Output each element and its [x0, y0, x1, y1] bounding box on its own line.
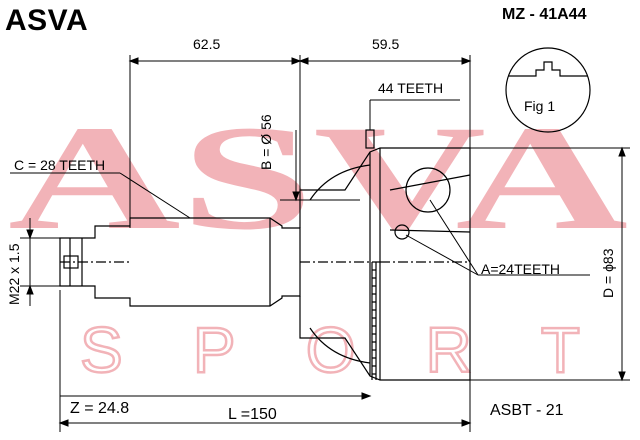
- thread-label: M22 x 1.5: [6, 243, 22, 305]
- inner-teeth-label: A=24TEETH: [481, 261, 560, 277]
- total-length-label: L =150: [228, 406, 277, 423]
- bottom-dimension-lines: [58, 290, 472, 432]
- watermark-logo: ASVA: [8, 95, 628, 261]
- brand-title: ASVA: [5, 4, 89, 37]
- abs-ring-label: ASBT - 21: [490, 402, 564, 419]
- bearing-dimension: [280, 130, 360, 202]
- part-number: MZ - 41A44: [502, 6, 587, 23]
- outer-diameter-label: D = ϕ83: [600, 248, 616, 298]
- outer-teeth-label: 44 TEETH: [378, 80, 444, 96]
- abs-ring: [371, 262, 377, 380]
- outer-housing: [299, 129, 471, 381]
- outer-diameter-dimension: [470, 146, 630, 382]
- leader-lines: [10, 99, 590, 276]
- fig1-label: Fig 1: [524, 98, 556, 114]
- length-left-label: 62.5: [193, 36, 221, 52]
- fig1-detail: [505, 47, 591, 133]
- z-value-label: Z = 24.8: [70, 400, 130, 417]
- shaft-teeth-label: C = 28 TEETH: [14, 157, 106, 173]
- length-right-label: 59.5: [372, 36, 400, 52]
- shaft: [59, 217, 301, 307]
- thread-dimension: [20, 218, 60, 306]
- bearing-diameter-label: B = Ø 56: [258, 114, 274, 170]
